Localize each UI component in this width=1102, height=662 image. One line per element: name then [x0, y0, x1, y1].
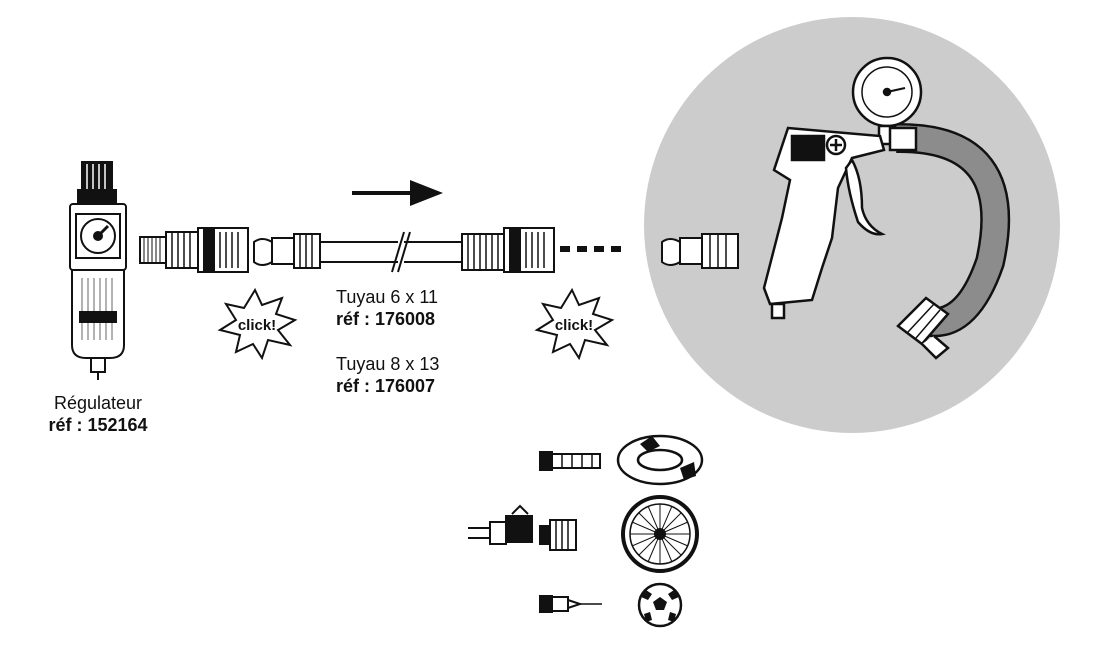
- regulator-icon: [69, 161, 127, 380]
- hose-line: [320, 231, 462, 273]
- inflator-gun-icon: [762, 56, 1011, 360]
- inner-tube-icon: [616, 434, 704, 486]
- regulator-coupler-icon: [139, 227, 249, 273]
- accessory-needle-icon: [539, 595, 602, 613]
- click-burst-right: [534, 287, 615, 361]
- click-label-right: click!: [555, 317, 593, 334]
- regulator-ref: réf : 152164: [48, 415, 148, 435]
- hose-1-label: Tuyau 6 x 11 réf : 176008: [336, 286, 438, 330]
- hose-plug-icon: [253, 233, 321, 269]
- regulator-label: Régulateur réf : 152164: [28, 392, 168, 436]
- flow-arrow-icon: [352, 180, 443, 206]
- gun-plug-icon: [661, 233, 739, 269]
- spoked-wheel-icon: [621, 495, 699, 573]
- click-burst-left: [217, 287, 298, 361]
- hose-2-name: Tuyau 8 x 13: [336, 354, 440, 374]
- accessory-valve-adapter-icon: [539, 451, 601, 471]
- hose-1-ref: réf : 176008: [336, 309, 436, 329]
- accessory-nozzle-adapter-icon: [468, 504, 577, 551]
- click-label-left: click!: [238, 317, 276, 334]
- regulator-name: Régulateur: [53, 393, 143, 413]
- dashed-connection-line: [560, 246, 621, 252]
- hose-coupler-icon: [461, 227, 555, 273]
- soccer-ball-icon: [637, 582, 683, 628]
- hose-2-label: Tuyau 8 x 13 réf : 176007: [336, 353, 439, 397]
- hose-2-ref: réf : 176007: [336, 376, 436, 396]
- hose-1-name: Tuyau 6 x 11: [336, 287, 439, 307]
